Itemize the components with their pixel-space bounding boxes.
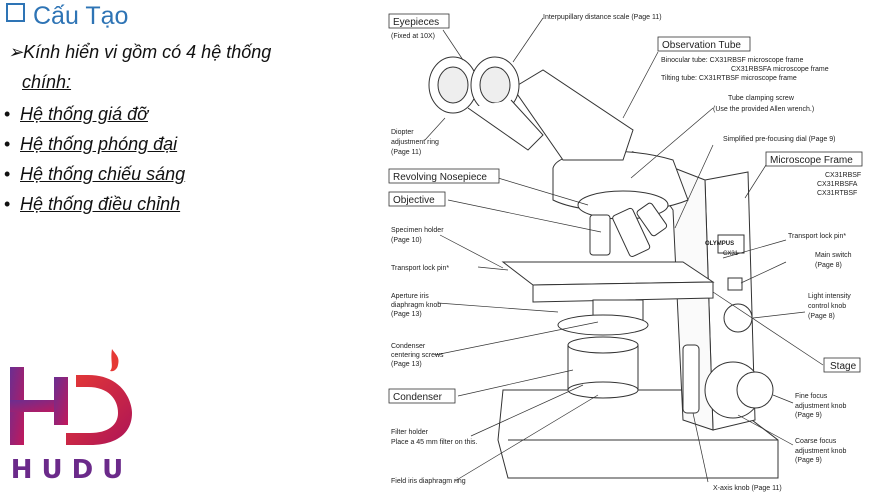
field-iris-label: Field iris diaphragm ring: [391, 478, 466, 485]
coarse-focus-label-3: (Page 9): [795, 457, 822, 464]
light-label-3: (Page 8): [808, 313, 835, 320]
eyepieces-label-box: [388, 13, 450, 29]
frame-label-box: [765, 151, 863, 167]
nosepiece-label: Revolving Nosepiece: [393, 172, 487, 183]
coarse-focus-label-2: adjustment knob: [795, 448, 846, 455]
prefocus-label: Simplified pre-focusing dial (Page 9): [723, 136, 835, 143]
system-list: • Hệ thống giá đỡ • Hệ thống phóng đại • Hệ…: [4, 104, 185, 224]
brand-model-label: CX31: [723, 251, 739, 257]
x-axis-knob-label: X-axis knob (Page 11): [713, 485, 782, 492]
logo-text: HUDU: [10, 455, 133, 485]
condenser-ring: [557, 314, 649, 336]
microscope-diagram: OLYMPUS CX31: [388, 13, 863, 492]
condenser-label-box: [388, 388, 456, 404]
eyepieces-sub-label: (Fixed at 10X): [391, 33, 435, 40]
observation-tube-label: Observation Tube: [662, 40, 741, 51]
aperture-label-3: (Page 13): [391, 311, 422, 318]
checkbox-bullet-icon: [6, 3, 25, 22]
frame-model-3: CX31RTBSF: [817, 190, 857, 197]
list-item: • Hệ thống chiếu sáng: [4, 164, 185, 194]
nosepiece-label-box: [388, 168, 500, 184]
transport-lock-left-label: Transport lock pin*: [391, 265, 449, 272]
fine-focus-label: Fine focus: [795, 393, 828, 400]
list-item: • Hệ thống điều chỉnh: [4, 194, 185, 224]
aperture-label: Aperture iris: [391, 293, 429, 300]
filter-holder-label: Filter holder: [391, 429, 429, 436]
list-item-text: Hệ thống giá đỡ: [20, 104, 148, 124]
objective-label: Objective: [393, 195, 435, 206]
main-switch-label-2: (Page 8): [815, 262, 842, 269]
slide-title: Cấu Tạo: [6, 2, 128, 31]
main-switch: [727, 277, 743, 291]
fine-focus-label-3: (Page 9): [795, 412, 822, 419]
slide-title-text: Cấu Tạo: [33, 2, 129, 30]
x-axis-knob: [682, 344, 700, 414]
diopter-label-2: adjustment ring: [391, 139, 439, 146]
tube-clamp-label-2: (Use the provided Allen wrench.): [713, 106, 814, 113]
frame-model-1: CX31RBSF: [825, 172, 861, 179]
specimen-label: Specimen holder: [391, 227, 444, 234]
condenser-label: Condenser: [393, 392, 443, 403]
bullet-dot-icon: •: [4, 164, 11, 184]
objective-label-box: [388, 191, 446, 207]
objective-lens-3: [636, 202, 668, 237]
bullet-dot-icon: •: [4, 194, 11, 214]
condenser-centering-label-3: (Page 13): [391, 361, 422, 368]
specimen-label-2: (Page 10): [391, 237, 422, 244]
tilting-label: Tilting tube: CX31RTBSF microscope frame: [661, 75, 797, 82]
condenser-centering-label: Condenser: [391, 343, 426, 350]
light-label: Light intensity: [808, 293, 851, 300]
eyepieces-label: Eyepieces: [393, 17, 439, 28]
transport-lock-right-label: Transport lock pin*: [788, 233, 846, 240]
main-switch-label: Main switch: [815, 252, 852, 259]
diopter-label-3: (Page 11): [391, 149, 421, 156]
intro-line-2: chính:: [22, 72, 72, 92]
filter-holder-label-2: Place a 45 mm filter on this.: [391, 439, 477, 446]
diopter-label: Diopter: [391, 129, 414, 136]
brand-label: OLYMPUS: [705, 241, 734, 247]
coarse-focus-label: Coarse focus: [795, 438, 837, 445]
condenser-centering-label-2: centering screws: [391, 352, 444, 359]
binocular-label: Binocular tube: CX31RBSF microscope fram…: [661, 57, 803, 64]
intro-line-1: ➢Kính hiển vi gồm có 4 hệ thống: [8, 42, 272, 62]
aperture-label-2: diaphragm knob: [391, 302, 441, 309]
list-item-text: Hệ thống điều chỉnh: [20, 194, 181, 214]
list-item: • Hệ thống phóng đại: [4, 134, 185, 164]
objective-lens-1: [589, 214, 611, 256]
list-item: • Hệ thống giá đỡ: [4, 104, 185, 134]
fine-focus-label-2: adjustment knob: [795, 403, 846, 410]
observation-tube-label-box: [657, 36, 751, 52]
tube-clamp-label: Tube clamping screw: [728, 95, 795, 102]
interpupillary-label: Interpupillary distance scale (Page 11): [543, 14, 662, 21]
list-item-text: Hệ thống chiếu sáng: [20, 164, 186, 184]
frame-model-2: CX31RBSFA: [817, 181, 858, 188]
stage-label: Stage: [830, 361, 857, 372]
objective-lens-2: [612, 207, 651, 258]
bullet-dot-icon: •: [4, 134, 11, 154]
hudu-logo-mark: [10, 349, 132, 445]
stage-platform: [501, 261, 715, 286]
light-label-2: control knob: [808, 303, 846, 310]
bullet-dot-icon: •: [4, 104, 11, 124]
list-item-text: Hệ thống phóng đại: [20, 134, 178, 154]
diagram-labels: Eyepieces (Fixed at 10X) Interpupillary …: [388, 13, 863, 492]
fine-focus-knob: [736, 371, 774, 409]
frame-label: Microscope Frame: [770, 155, 853, 166]
observation-tube-body: [512, 69, 634, 161]
binocular-label-2: CX31RBSFA microscope frame: [731, 66, 829, 73]
stage-label-box: [823, 357, 861, 373]
hudu-logo: HUDU: [4, 345, 139, 500]
